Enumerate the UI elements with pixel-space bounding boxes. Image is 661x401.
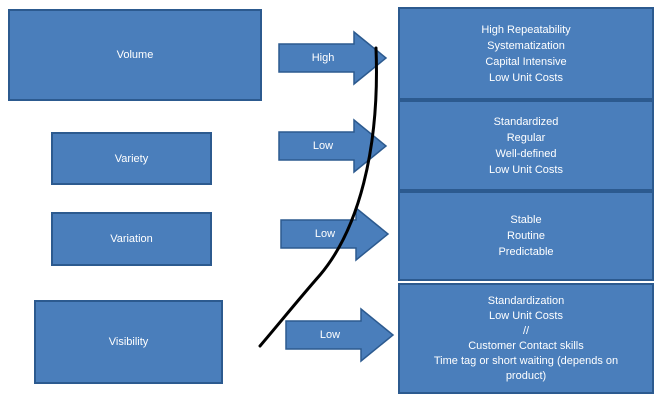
level-label: High [311,52,335,64]
dimension-label: Volume [116,49,154,61]
outcome-line: Well-defined [495,147,557,160]
dimension-label: Visibility [108,336,149,348]
outcome-line: Time tag or short waiting (depends on [433,354,619,367]
outcome-box-volume: High Repeatability Systematization Capit… [398,7,654,100]
level-label: Low [314,228,336,240]
outcome-box-visibility: Standardization Low Unit Costs // Custom… [398,283,654,394]
dimension-label: Variation [110,233,153,245]
outcome-line: Routine [507,230,545,242]
outcome-line: Regular [506,131,546,144]
outcome-line: Capital Intensive [485,55,567,68]
outcome-line: High Repeatability [481,23,571,36]
dimension-box-variety: Variety [51,132,212,185]
outcome-box-variety: Standardized Regular Well-defined Low Un… [398,100,654,191]
level-label: Low [312,140,334,152]
level-label: Low [319,329,341,341]
outcome-line: Customer Contact skills [468,339,584,352]
dimension-box-visibility: Visibility [34,300,223,384]
outcome-box-variation: Stable Routine Predictable [398,191,654,281]
level-arrow-volume: High [278,30,388,86]
outcome-line: Predictable [498,246,554,258]
outcome-line: Systematization [487,39,565,52]
level-arrow-visibility: Low [285,307,395,363]
outcome-line: Low Unit Costs [489,71,563,84]
dimension-box-variation: Variation [51,212,212,266]
level-arrow-variety: Low [278,118,388,174]
dimension-label: Variety [114,152,149,165]
outcome-line: product) [505,369,547,382]
dimension-box-volume: Volume [8,9,262,101]
outcome-line: Stable [510,214,542,226]
outcome-line: Low Unit Costs [489,163,563,176]
outcome-line: // [522,324,530,337]
outcome-line: Standardization [487,294,565,307]
outcome-line: Standardized [493,115,559,128]
level-arrow-variation: Low [280,206,390,262]
outcome-line: Low Unit Costs [489,309,563,322]
